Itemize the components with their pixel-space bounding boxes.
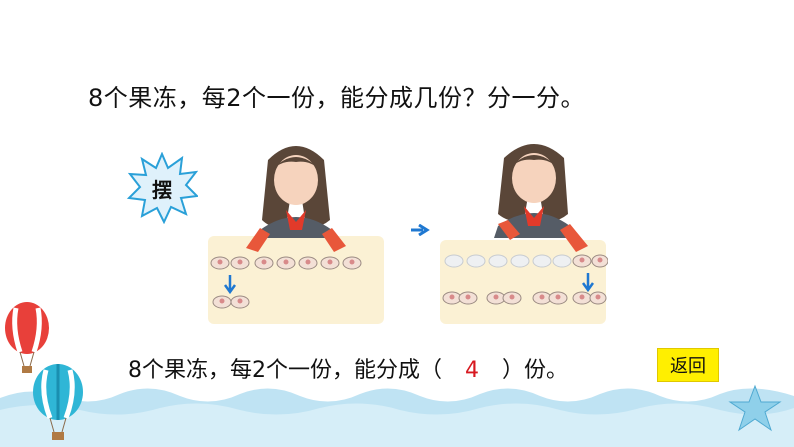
answer-value: 4 bbox=[465, 358, 479, 383]
back-button[interactable]: 返回 bbox=[657, 348, 719, 382]
girl-scarf bbox=[524, 206, 544, 226]
starfish-icon bbox=[728, 384, 782, 432]
girl-face bbox=[512, 153, 556, 203]
hot-air-balloon-icon bbox=[5, 302, 49, 373]
girl-scarf bbox=[286, 210, 306, 230]
girl-bangs bbox=[272, 157, 320, 170]
down-arrow-icon bbox=[223, 275, 237, 295]
illustration-before bbox=[208, 146, 384, 324]
hot-air-balloon-icon bbox=[33, 364, 83, 440]
girl-arm-left bbox=[246, 228, 270, 252]
bottom-wave-decoration bbox=[0, 388, 794, 447]
girl-arm-right bbox=[322, 228, 346, 252]
girl-arm-right bbox=[560, 224, 588, 252]
jelly-faded-row bbox=[444, 254, 572, 268]
jelly-centers bbox=[217, 259, 355, 265]
illustration-after bbox=[440, 144, 608, 324]
answer-prefix: 8个果冻，每2个一份，能分成（ bbox=[128, 358, 442, 383]
action-label: 摆 bbox=[152, 177, 172, 202]
girl-bangs bbox=[510, 155, 558, 168]
table-mat bbox=[440, 240, 606, 324]
answer-suffix: ）份。 bbox=[502, 358, 569, 383]
right-arrow-icon bbox=[411, 224, 430, 236]
girl-arm-left bbox=[498, 220, 520, 240]
starburst-badge bbox=[126, 152, 198, 224]
table-mat bbox=[208, 236, 384, 324]
starburst-shape bbox=[126, 152, 198, 224]
down-arrow-icon bbox=[581, 273, 595, 293]
answer-sentence: 8个果冻，每2个一份，能分成（ 4 ）份。 bbox=[128, 352, 568, 384]
question-text: 8个果冻，每2个一份，能分成几份？分一分。 bbox=[88, 84, 586, 112]
girl-face bbox=[274, 155, 318, 205]
